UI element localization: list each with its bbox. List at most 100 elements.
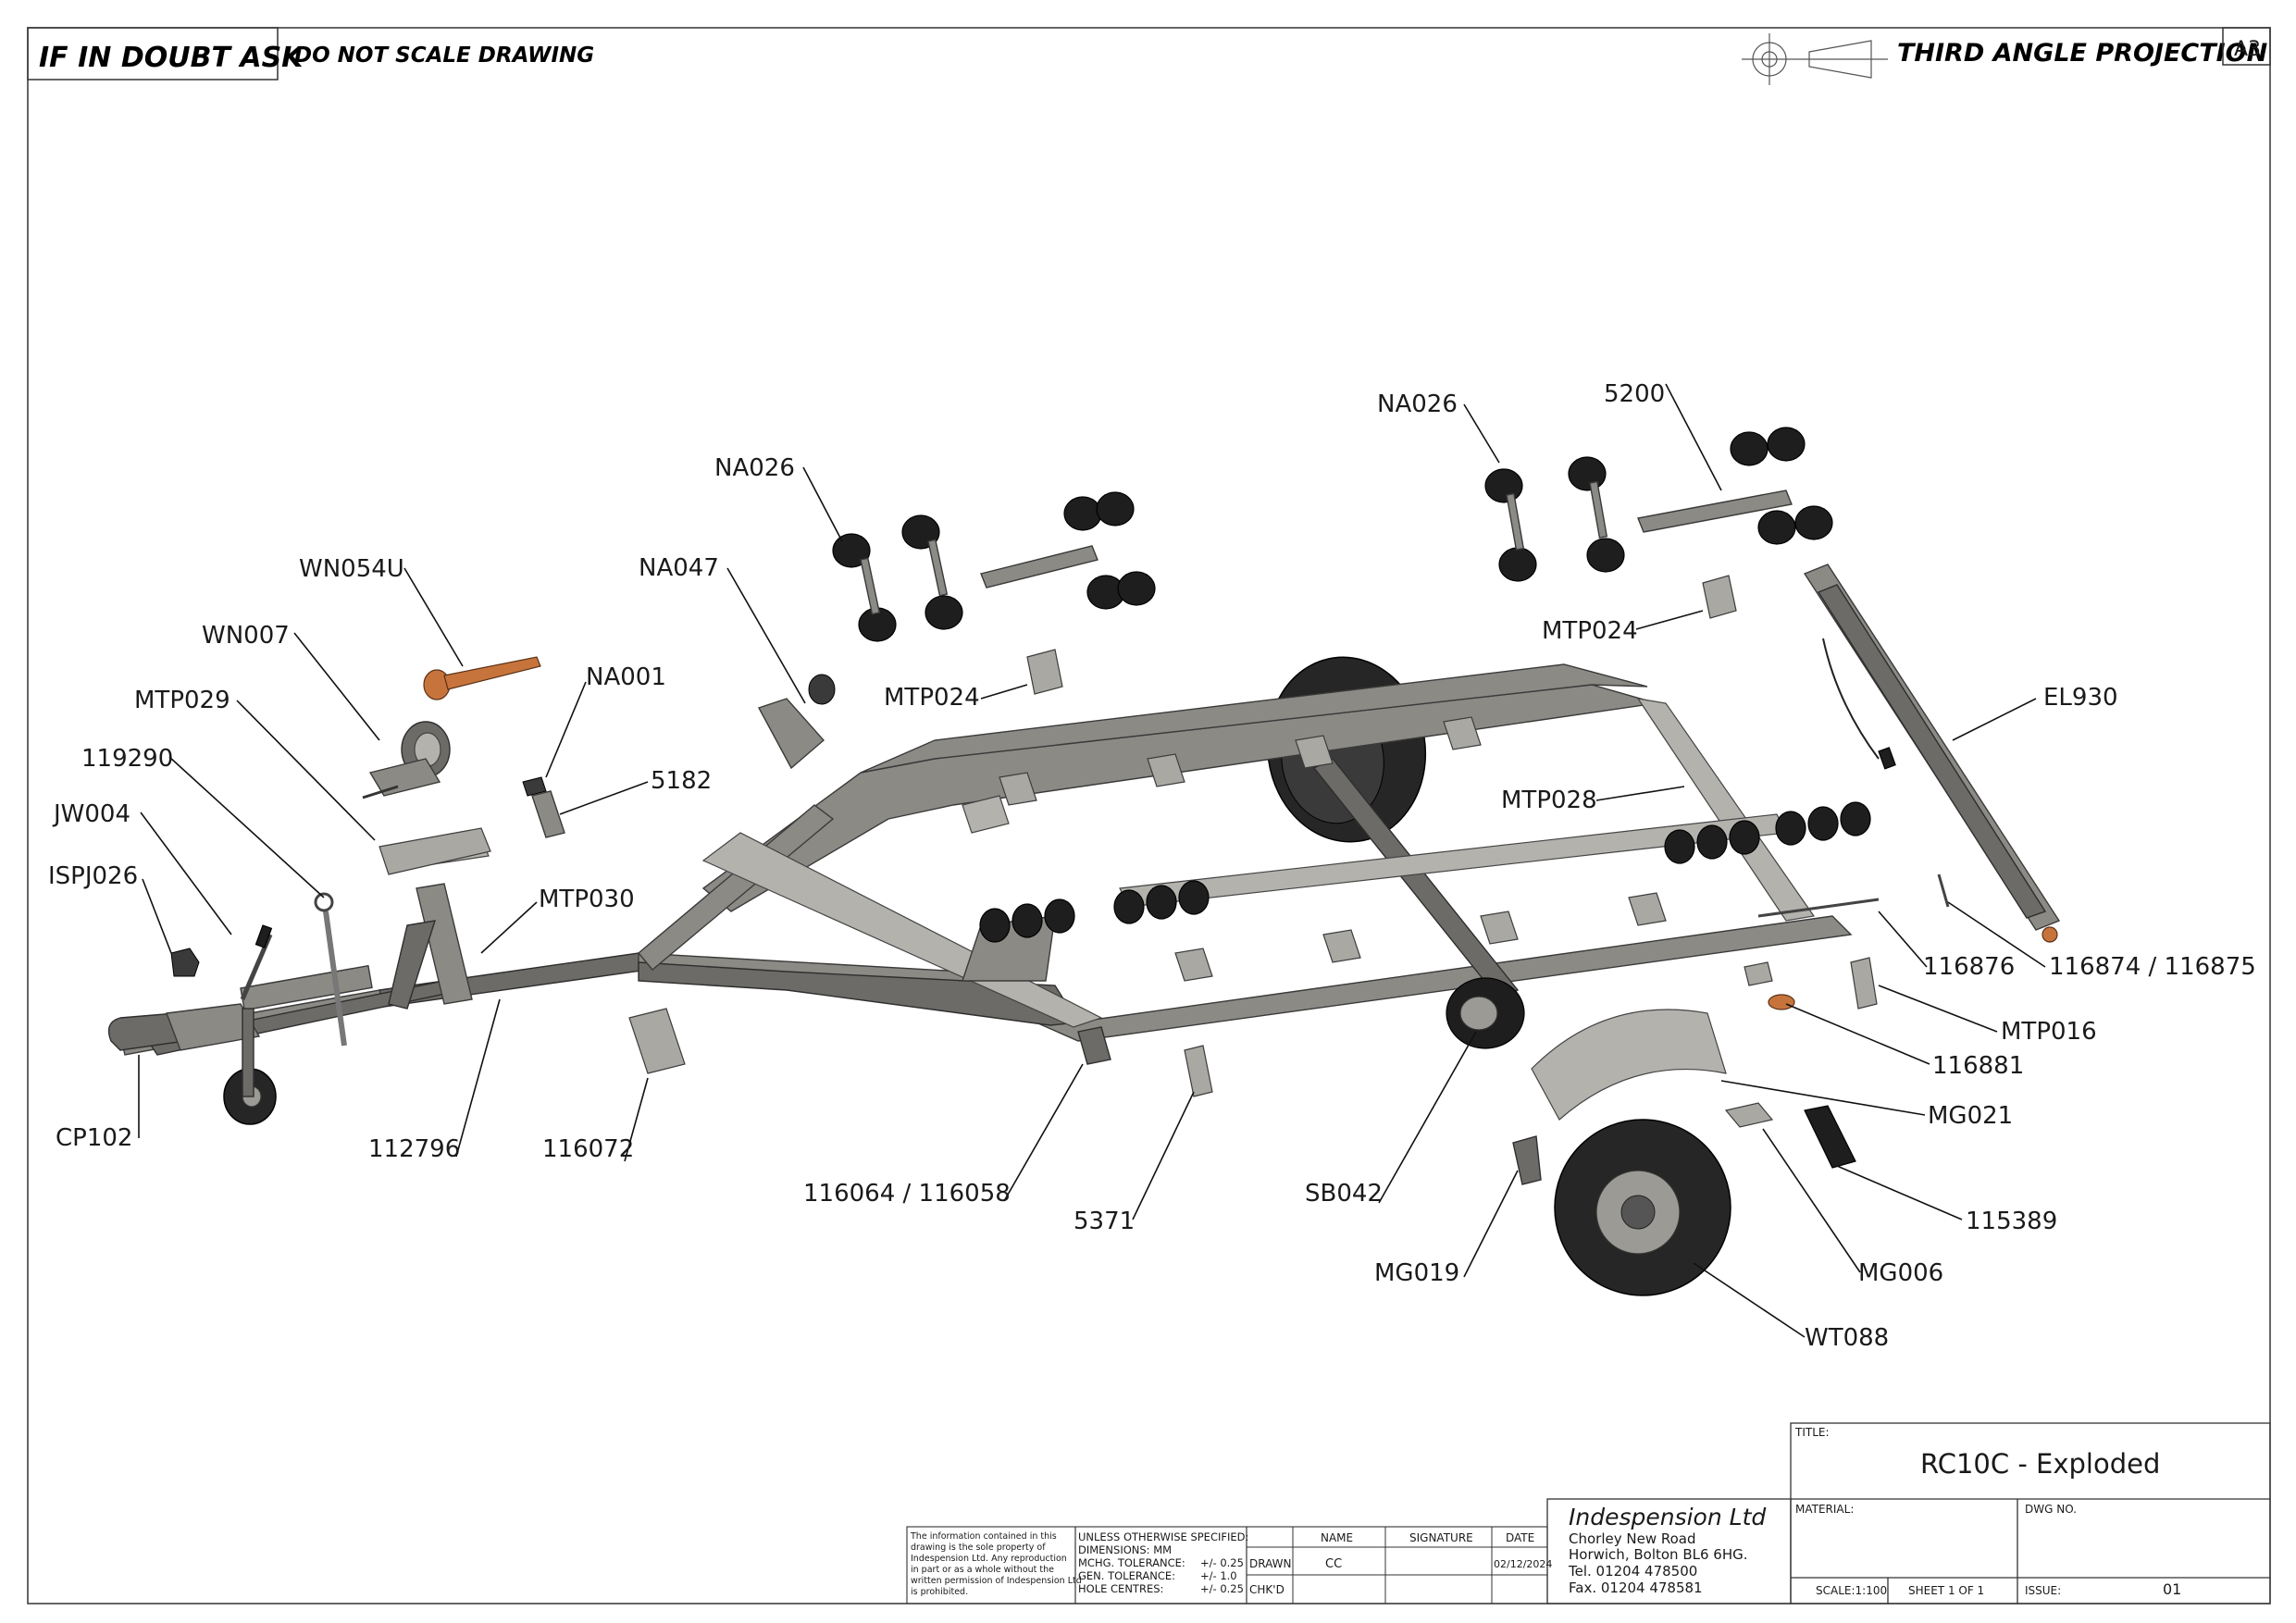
- notice-line-6: is prohibited.: [911, 1587, 968, 1597]
- part-na047-roller: [808, 674, 836, 705]
- gen-label: GEN. TOLERANCE:: [1078, 1569, 1175, 1582]
- callout-116072: 116072: [542, 1135, 634, 1163]
- callout-116064: 116064 / 116058: [803, 1180, 1011, 1208]
- drawn-name: CC: [1325, 1557, 1342, 1571]
- notice-line-5: written permission of Indespension Ltd: [911, 1576, 1082, 1586]
- issue-label: ISSUE:: [2025, 1584, 2061, 1597]
- notice-line-2: drawing is the sole property of: [911, 1542, 1046, 1553]
- callout-5200: 5200: [1604, 380, 1665, 408]
- callout-5182: 5182: [651, 767, 712, 795]
- title-label: TITLE:: [1794, 1426, 1830, 1439]
- part-116064: [1077, 1026, 1111, 1065]
- part-ispj026: [170, 948, 200, 977]
- drawn-date: 02/12/2024: [1494, 1558, 1552, 1570]
- callout-116876: 116876: [1923, 953, 2015, 981]
- part-wt088: [1554, 1119, 1731, 1296]
- callout-mg006: MG006: [1858, 1259, 1943, 1287]
- coupling-head: [107, 924, 373, 1125]
- part-115389: [1804, 1105, 1856, 1169]
- col-date: DATE: [1506, 1531, 1534, 1544]
- doubt-box: [27, 27, 279, 81]
- address-line-1: Chorley New Road: [1569, 1530, 1696, 1547]
- callout-mtp024-right: MTP024: [1542, 617, 1638, 645]
- sheet-border: [27, 27, 2271, 1604]
- callout-na026-left: NA026: [714, 454, 795, 482]
- fax-text: Fax. 01204 478581: [1569, 1580, 1703, 1596]
- roller-set-right: [1484, 427, 1833, 582]
- callout-5371: 5371: [1074, 1208, 1135, 1235]
- callout-sb042: SB042: [1305, 1180, 1383, 1208]
- scale-text: SCALE:1:100: [1816, 1584, 1887, 1597]
- col-signature: SIGNATURE: [1409, 1531, 1473, 1544]
- sheet-count-text: SHEET 1 OF 1: [1908, 1584, 1984, 1597]
- axle-hub: [1446, 977, 1525, 1049]
- notice-line-1: The information contained in this: [910, 1531, 1057, 1542]
- part-na047: [757, 698, 825, 770]
- mchg-label: MCHG. TOLERANCE:: [1078, 1556, 1185, 1569]
- notice-line-4: in part or as a whole without the: [911, 1565, 1054, 1575]
- part-mg006: [1724, 1102, 1774, 1128]
- part-mtp024-left: [1026, 649, 1063, 695]
- callout-el930: EL930: [2043, 684, 2118, 712]
- callout-119290: 119290: [81, 745, 173, 773]
- callout-cp102: CP102: [56, 1124, 132, 1152]
- part-5371: [1184, 1045, 1213, 1097]
- address-line-2: Horwich, Bolton BL6 6HG.: [1569, 1546, 1748, 1563]
- leader-lines: [138, 383, 2046, 1338]
- material-label: MATERIAL:: [1795, 1503, 1854, 1516]
- gen-value: +/- 1.0: [1200, 1569, 1237, 1582]
- drawing-title: RC10C - Exploded: [1920, 1448, 2160, 1480]
- callout-na026-right: NA026: [1377, 390, 1458, 418]
- part-116874: [1937, 873, 1950, 908]
- if-in-doubt-text: IF IN DOUBT ASK: [39, 42, 305, 74]
- do-not-scale-text: DO NOT SCALE DRAWING: [294, 43, 594, 68]
- issue-value: 01: [2163, 1580, 2181, 1598]
- part-mtp029: [379, 827, 491, 875]
- hole-value: +/- 0.25: [1200, 1582, 1244, 1595]
- dimensions-text: DIMENSIONS: MM: [1078, 1543, 1172, 1556]
- roller-set-left: [832, 491, 1156, 642]
- callout-115389: 115389: [1966, 1208, 2057, 1235]
- frame-roller-bogies: [979, 801, 1871, 943]
- part-119290: [314, 892, 347, 1047]
- callout-ispj026: ISPJ026: [48, 862, 138, 890]
- part-mtp016: [1850, 957, 1878, 1010]
- callout-112796: 112796: [368, 1135, 460, 1163]
- part-mg019: [1512, 1135, 1542, 1185]
- part-wn007: [362, 721, 451, 799]
- callout-mtp016: MTP016: [2001, 1018, 2097, 1046]
- part-116881: [1744, 961, 1773, 986]
- part-el930: [1803, 564, 2061, 943]
- callout-wn054u: WN054U: [299, 555, 404, 583]
- company-name: Indespension Ltd: [1569, 1504, 1766, 1530]
- callout-na047: NA047: [639, 554, 719, 582]
- projection-text: THIRD ANGLE PROJECTION: [1897, 39, 2268, 68]
- header: IF IN DOUBT ASK DO NOT SCALE DRAWING THI…: [27, 27, 2271, 85]
- callout-wt088: WT088: [1805, 1324, 1889, 1352]
- callout-mtp030: MTP030: [539, 886, 635, 913]
- chassis-frame: [119, 663, 1853, 1056]
- row-chkd: CHK'D: [1249, 1583, 1285, 1596]
- part-116072: [628, 1008, 686, 1074]
- row-drawn: DRAWN: [1249, 1557, 1292, 1570]
- sheet-size-box: [2222, 27, 2271, 66]
- mchg-value: +/- 0.25: [1200, 1556, 1244, 1569]
- callout-jw004: JW004: [52, 800, 130, 828]
- part-116881-lens: [1768, 994, 1795, 1010]
- callout-mg021: MG021: [1928, 1102, 2013, 1130]
- callout-mtp028: MTP028: [1501, 787, 1597, 814]
- callout-mtp029: MTP029: [134, 687, 230, 714]
- sheet-size-text: A3: [2234, 38, 2261, 61]
- part-na001: [522, 776, 565, 838]
- notice-line-3: Indespension Ltd. Any reproduction: [911, 1554, 1067, 1564]
- callout-116881: 116881: [1932, 1052, 2024, 1080]
- callout-wn007: WN007: [202, 622, 290, 650]
- col-name: NAME: [1321, 1531, 1353, 1544]
- callout-na001: NA001: [586, 663, 666, 691]
- part-wn054u: [423, 656, 541, 700]
- part-mtp024-right: [1702, 575, 1737, 619]
- callout-mtp024-left: MTP024: [884, 684, 980, 712]
- tel-text: Tel. 01204 478500: [1568, 1563, 1697, 1580]
- trailer-assembly: [107, 427, 2061, 1296]
